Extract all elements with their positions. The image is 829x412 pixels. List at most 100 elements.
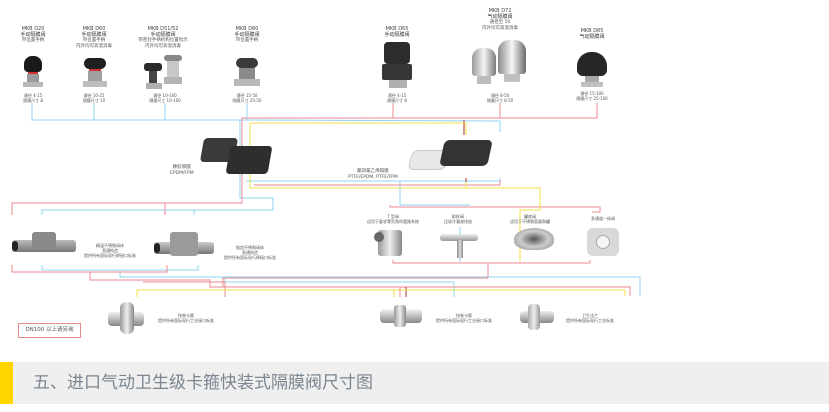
red-line — [390, 286, 401, 297]
valve-label-d85: MKB D85 气动隔膜阀 — [579, 28, 604, 40]
valve-d85-image[interactable] — [577, 52, 607, 88]
yellow-line — [260, 187, 541, 262]
connection-desc: 提供所有国际现行工业接口标准 — [158, 318, 214, 323]
valve-desc: 带位置手柄 — [21, 38, 45, 43]
valve-label-d60: MKB D60 手动隔膜阀 带位置手柄 内外均可高温消毒 — [76, 26, 112, 50]
special-valve-name: T 型阀 — [387, 214, 399, 219]
valve-spec-d60: 通径 10-25 隔膜尺寸 10 — [83, 93, 105, 103]
connection-label-flange: 卫生法兰 提供所有国际现行工业标准 — [566, 313, 614, 323]
red-line — [254, 180, 501, 186]
valve-spec-d20: 通径 4-15 隔膜尺寸 8 — [23, 93, 43, 103]
special-valve-name: 取样阀 — [452, 214, 464, 219]
red-line — [143, 281, 226, 297]
spec-line: 通径 4-15 — [387, 93, 407, 98]
diaphragm-material: EPDM/FPM — [170, 171, 194, 176]
connector-lines — [11, 103, 641, 297]
valve-spec-d80: 通径 15-50 隔膜尺寸 25-50 — [233, 93, 262, 103]
tank-valve-image[interactable] — [514, 228, 554, 258]
connection-name: 快装卡箍 — [178, 313, 194, 318]
special-valve-label-multiport: 多通道一体阀 — [591, 216, 615, 221]
special-valve-label-t: T 型阀 适用于要求零死角的管路系统 — [367, 214, 419, 224]
blue-line — [119, 270, 455, 297]
body-desc-line: 提供所有国际现行焊接口标准 — [224, 255, 276, 260]
spec-line: 隔膜尺寸 8-50 — [486, 98, 514, 103]
diaphragm-name: 橡胶隔膜 — [172, 165, 191, 170]
body-desc-line: 提供所有国际现行焊接口标准 — [84, 253, 136, 258]
ptfe-diaphragm-label: 聚四氟乙烯隔膜 PTFE/EPDM, PTFE/FPM — [348, 169, 398, 181]
blue-line — [399, 181, 470, 206]
special-valve-name: 多通道一体阀 — [591, 216, 615, 221]
clamp-connection-image-1[interactable] — [108, 300, 148, 336]
sanitary-flange-image[interactable] — [520, 302, 556, 332]
red-line — [392, 260, 591, 264]
blue-line — [41, 120, 274, 215]
valve-spec-d72: 通径 8-50 隔膜尺寸 8-50 — [487, 93, 513, 103]
valve-model: MKB D60 — [82, 26, 106, 32]
connection-desc: 提供所有国际现行工业标准 — [566, 318, 614, 323]
red-line — [89, 272, 488, 288]
red-line — [223, 286, 631, 296]
valve-label-d65: MKB D65 手动隔膜阀 — [384, 26, 409, 38]
valve-name: 手动隔膜阀 — [20, 32, 46, 38]
valve-name: 手动隔膜阀 — [384, 32, 410, 38]
body-desc-line: 精温不锈钢阀体 — [96, 243, 124, 248]
valve-label-d72: MKB D72 气动隔膜阀 通径至 50 内外均可高温消毒 — [482, 8, 518, 32]
special-valve-label-sampling: 取样阀 比较冷凝液排放 — [444, 214, 472, 224]
valve-name: 气动隔膜阀 — [579, 34, 605, 40]
special-valve-label-tank: 罐底阀 适用于不锈钢容器和罐 — [510, 214, 550, 224]
valve-desc: 带位置手柄 — [235, 38, 259, 43]
valve-name: 气动隔膜阀 — [487, 14, 513, 20]
spec-line: 通径 10-25 — [83, 93, 105, 98]
valve-model: MKB D65 — [385, 26, 409, 32]
valve-desc: 通径至 50 — [489, 20, 511, 25]
blue-line — [31, 103, 248, 121]
connection-label-clamp-2: 快装卡箍 提供所有国际现行工业接口标准 — [436, 313, 492, 323]
connection-name: 卫生法兰 — [582, 313, 598, 318]
red-line — [392, 103, 598, 119]
epdm-backing-image[interactable] — [439, 140, 493, 168]
valve-d65-image[interactable] — [382, 42, 414, 90]
t-valve-image[interactable] — [374, 226, 408, 260]
valve-label-d51-52: MKB D51/52 手动隔膜阀 带密封手柄机构位置指示 内外均可高温消毒 — [138, 26, 188, 50]
valve-selection-diagram: MKB D20 手动隔膜阀 带位置手柄 通径 4-15 隔膜尺寸 8 MKB D… — [11, 8, 641, 338]
special-valve-desc: 比较冷凝液排放 — [444, 219, 472, 224]
red-line — [11, 118, 243, 215]
body-investment-cast-image[interactable] — [12, 232, 76, 258]
valve-d72-image[interactable] — [472, 40, 528, 86]
spec-line: 隔膜尺寸 8 — [387, 98, 407, 103]
valve-d20-image[interactable] — [22, 56, 44, 88]
spec-line: 隔膜尺寸 8 — [23, 98, 43, 103]
connection-name: 快装卡箍 — [456, 313, 472, 318]
connection-desc: 提供所有国际现行工业接口标准 — [436, 318, 492, 323]
rubber-diaphragm-image-2[interactable] — [225, 146, 273, 176]
valve-desc: 内外均可高温消毒 — [76, 44, 112, 49]
valve-name: 手动隔膜阀 — [234, 32, 260, 38]
spec-line: 隔膜尺寸 25-50 — [232, 98, 262, 103]
spec-line: 通径 10-100 — [153, 93, 177, 98]
special-valve-desc: 适用于不锈钢容器和罐 — [510, 219, 550, 224]
body-forged-image[interactable] — [154, 232, 214, 260]
red-line — [389, 205, 601, 213]
valve-spec-d85: 通径 15-100 隔膜尺寸 25-100 — [576, 91, 607, 101]
body-desc-line: 锻造不锈钢阀体 — [236, 245, 264, 250]
valve-model: MKB D85 — [580, 28, 604, 34]
body-investment-cast-label: 精温不锈钢阀体 直通构造 提供所有国际现行焊接口标准 — [84, 243, 136, 258]
valve-d51-52-image[interactable] — [144, 55, 184, 91]
body-desc-line: 直通构造 — [102, 248, 118, 253]
valve-model: MKB D20 — [21, 26, 45, 32]
multiport-valve-image[interactable] — [583, 226, 623, 260]
valve-desc: 内外均可高温消毒 — [482, 26, 518, 31]
dn100-note: DN100 以上请另询 — [18, 323, 81, 338]
sampling-valve-image[interactable] — [440, 230, 480, 260]
clamp-connection-image-2[interactable] — [380, 303, 424, 329]
valve-d80-image[interactable] — [233, 58, 261, 88]
valve-label-d20: MKB D20 手动隔膜阀 带位置手柄 — [20, 26, 45, 44]
spec-line: 通径 15-100 — [580, 91, 604, 96]
valve-desc: 内外均可高温消毒 — [145, 44, 181, 49]
valve-d60-image[interactable] — [82, 58, 108, 88]
spec-line: 通径 8-50 — [490, 93, 510, 98]
body-forged-label: 锻造不锈钢阀体 直通构造 提供所有国际现行焊接口标准 — [224, 245, 276, 260]
valve-model: MKB D80 — [235, 26, 259, 32]
spec-line: 通径 15-50 — [236, 93, 258, 98]
body-desc-line: 直通构造 — [242, 250, 258, 255]
